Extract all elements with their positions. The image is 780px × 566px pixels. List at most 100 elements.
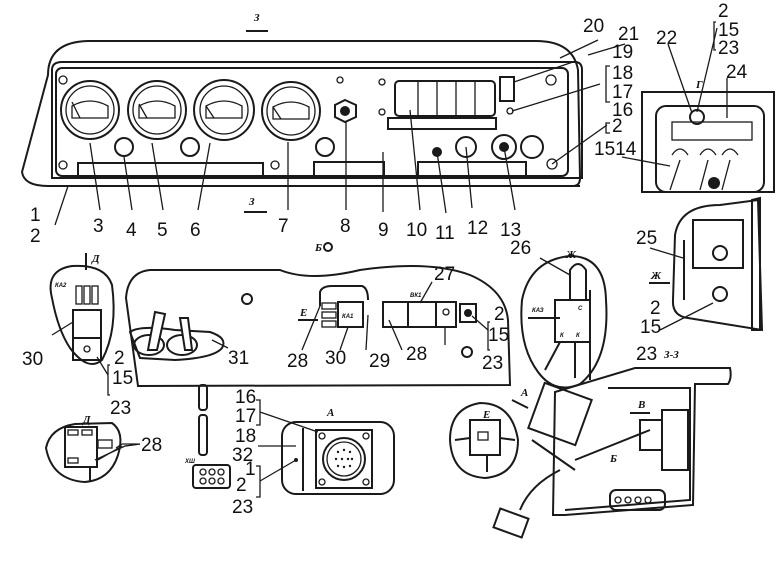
callout-number: 13 [500,220,521,241]
callout-number: 1 [30,205,41,226]
callout-number: 2 [718,1,729,22]
view-a-connector: А 16 17 18 32 1 2 23 [232,387,395,518]
plug-xs: ХШ [184,384,231,489]
callout-number: 22 [656,28,677,49]
rear-panel-view: Б 31 КА1 ВК1 Е 28 30 29 [124,242,512,388]
callout-number: 32 [232,445,253,466]
label-strip [417,161,527,177]
section-mark-top: З [246,12,268,32]
callout-number: 31 [228,348,249,369]
fuse-block-10 [394,80,496,117]
view-label: Б [314,242,322,254]
callout-number: 23 [636,344,657,365]
knob-13 [491,134,517,160]
lamp-12 [455,136,477,158]
toggle-lever [178,317,194,351]
view-label: Г [695,79,703,91]
callout-number: 2 [650,298,661,319]
callout-number: 2 [30,226,41,247]
callout-number: 26 [510,238,531,259]
callout-number: 23 [110,398,131,419]
view-label: Е [482,409,490,421]
callout-number: 7 [278,216,289,237]
callout-number: 28 [287,351,308,372]
view-label: Д [91,253,100,265]
gauge-7 [261,81,321,141]
callout-number: 8 [340,216,351,237]
view-label: Ж [650,270,662,282]
bracket-19 [499,76,515,102]
callout-number: 28 [141,435,162,456]
label-strip-9 [313,161,385,177]
callout-number: 21 [618,24,639,45]
view-label: ХШ [184,459,195,465]
section-3-3-assembly: А В Б [492,367,732,539]
view-label: З [253,12,260,24]
callout-number: 2 [612,116,623,137]
callout-number: 20 [583,16,604,37]
view-label: З-З [663,349,679,361]
callout-number: 29 [369,351,390,372]
view-label: К [560,333,565,339]
callout-number: 1514 [594,139,637,160]
callout-number: 30 [22,349,43,370]
connector-plug [492,507,530,539]
callout-number: 2 [236,475,247,496]
view-d-relay-detail: Д КА2 30 2 15 23 [22,253,133,419]
indicator-lamp [180,137,200,157]
hex-switch-8 [334,98,357,124]
callout-number: 10 [406,220,427,241]
indicator-lamp-4 [114,137,134,157]
callout-number: 27 [434,264,455,285]
view-label: А [326,407,334,419]
callout-number: 16 [612,100,633,121]
callout-number: 2 [494,304,505,325]
callout-number: 15 [112,368,133,389]
callout-number: 15 [718,20,739,41]
callout-number: 15 [640,317,661,338]
callout-number: 12 [467,218,488,239]
callout-number: 2 [114,348,125,369]
screw-icon [270,160,280,170]
callout-number: 28 [406,344,427,365]
screw-icon [546,158,558,170]
callouts-main: 1 2 3 4 5 6 7 8 9 10 11 12 13 20 21 19 1… [30,16,639,247]
relay-housing [527,381,593,447]
view-zh-relay-detail: КАЗ С К К Ж 26 [510,238,608,389]
view-label: К [576,333,581,339]
view-label: Е [299,307,307,319]
callout-number: 5 [157,220,168,241]
gauge-5 [127,80,187,140]
callout-number: 17 [235,406,256,427]
view-label: В [637,399,645,411]
screw-icon [58,160,68,170]
callout-number: 18 [612,63,633,84]
view-zh-bracket-25: Ж 25 2 15 23 З-З [636,196,764,365]
gauge-3 [60,80,120,140]
view-label: КА2 [55,283,67,289]
callout-number: 6 [190,220,201,241]
section-mark-bottom: З [244,196,267,213]
view-label: КА1 [342,314,354,320]
screw-icon [545,74,557,86]
label-strip [77,162,264,178]
toggle-lever [146,310,167,351]
callout-number: 19 [612,42,633,63]
callout-number: 17 [612,82,633,103]
relay-ka1 [337,301,364,328]
callout-number: 18 [235,426,256,447]
view-label: С [578,306,583,312]
indicator-lamp [315,137,335,157]
callout-number: 3 [93,216,104,237]
view-d-detail: Д 28 [44,414,162,484]
callout-number: 9 [378,220,389,241]
view-label: Ж [565,249,577,261]
callout-number: 16 [235,387,256,408]
callout-number: 23 [232,497,253,518]
callout-number: 23 [718,38,739,59]
switch-bk1 [407,301,437,328]
view-e-detail: Е [448,401,520,480]
view-label: КАЗ [532,308,544,314]
view-label: Д [82,414,91,426]
